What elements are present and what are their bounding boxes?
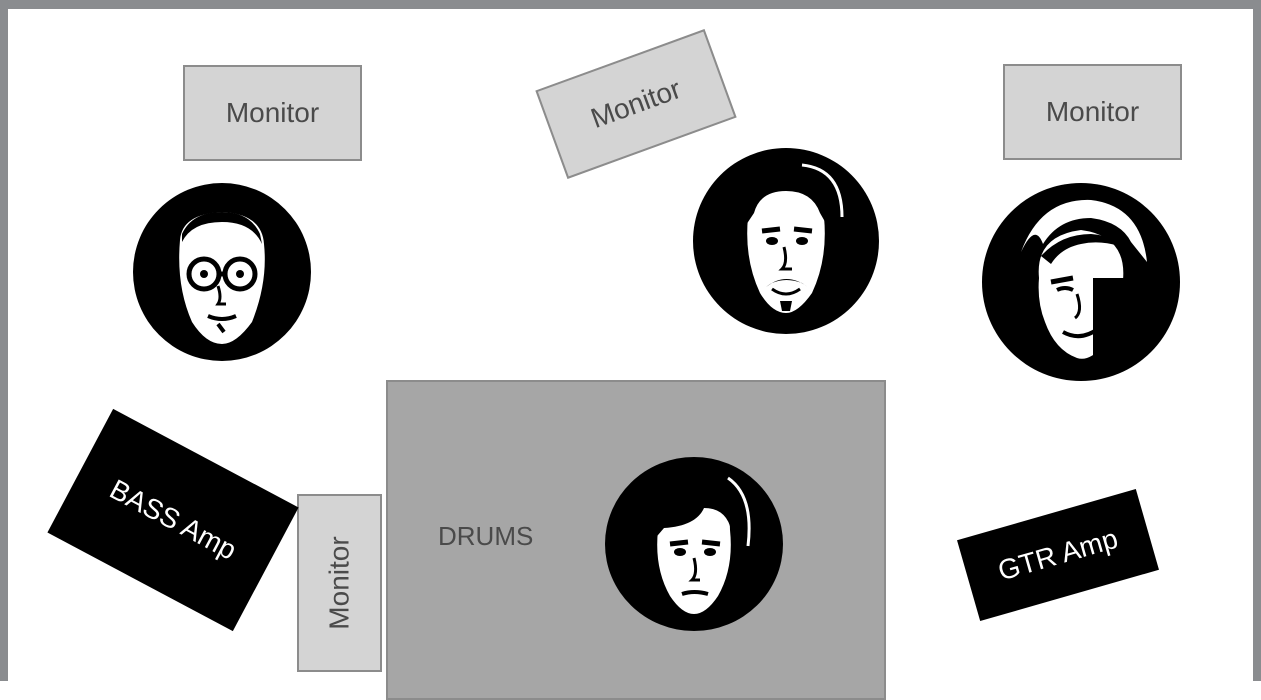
- stage-plot: DRUMS Monitor Monitor Monitor Monitor BA…: [0, 0, 1261, 681]
- stage-border: [0, 0, 1261, 681]
